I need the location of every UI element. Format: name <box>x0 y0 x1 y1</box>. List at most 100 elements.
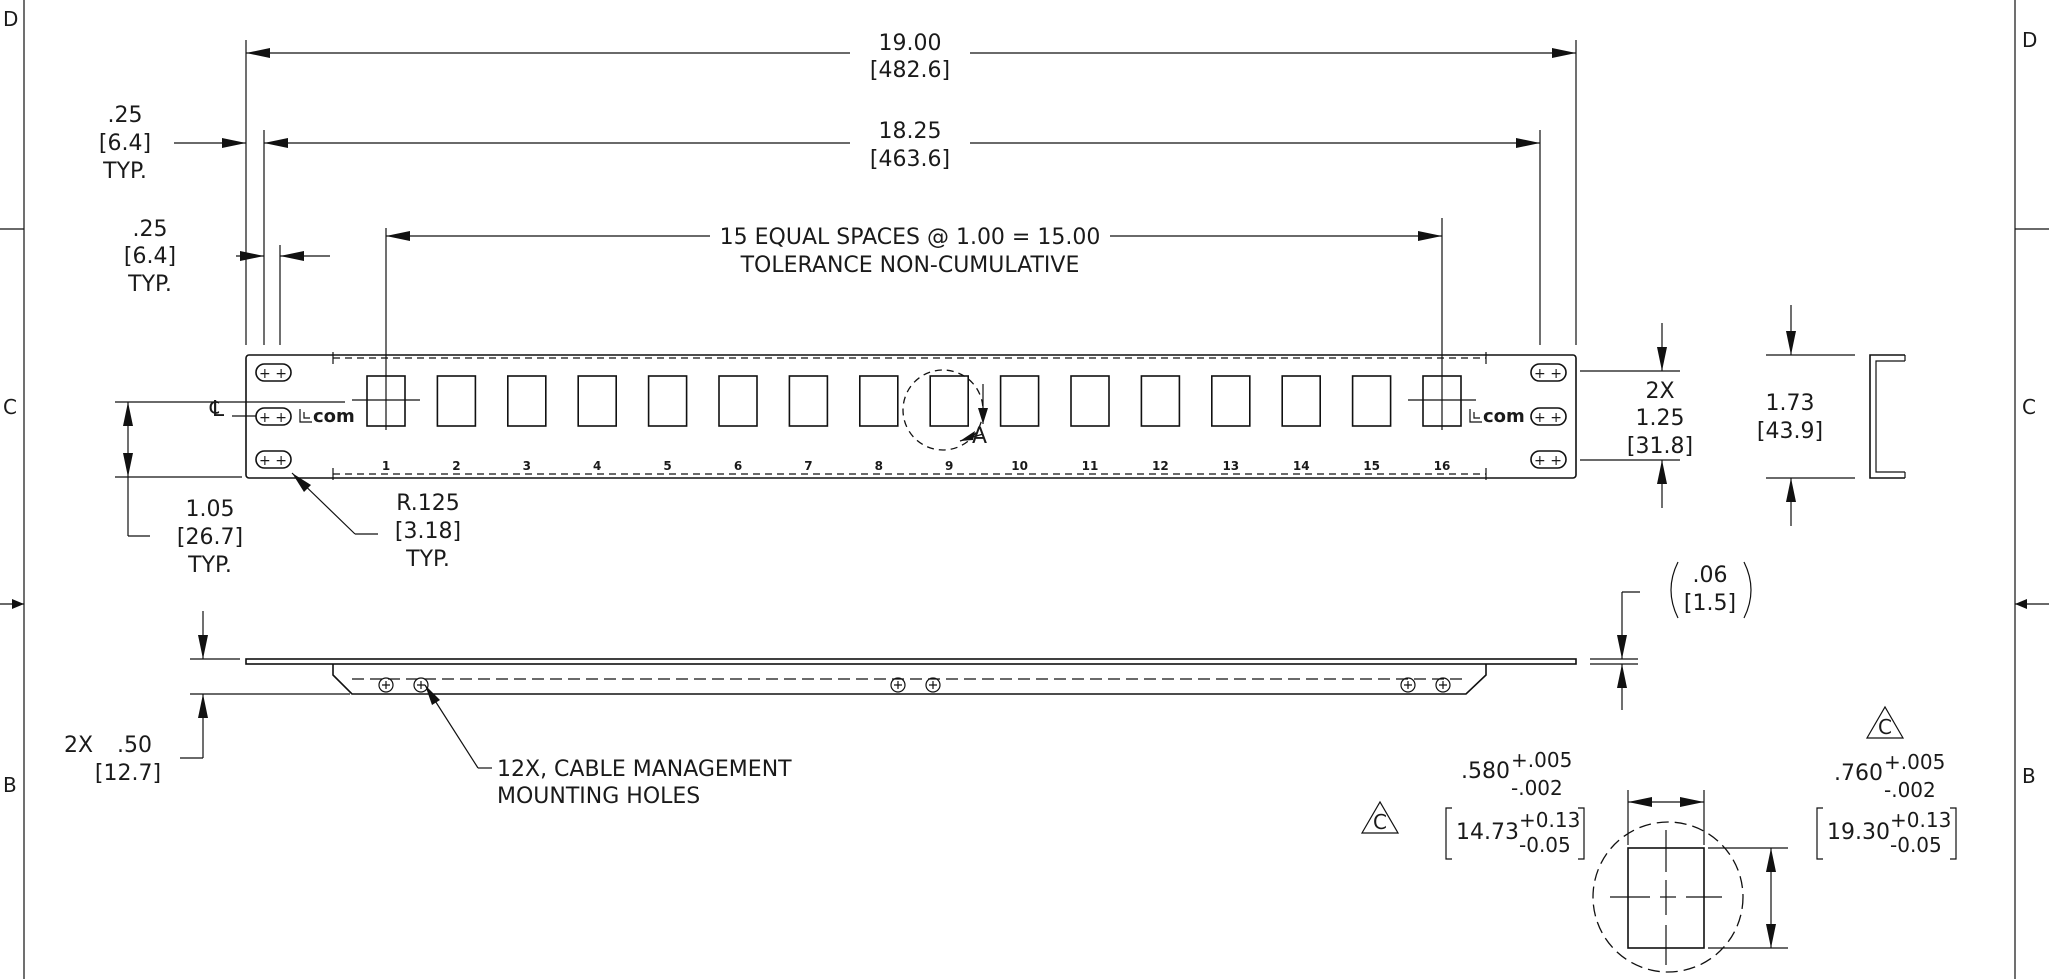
keystone-port-4 <box>577 375 618 427</box>
svg-text:2X: 2X <box>64 733 93 758</box>
svg-text:[31.8]: [31.8] <box>1627 434 1693 459</box>
port-number-7: 7 <box>804 459 812 473</box>
cable-hole-cross-2 <box>417 681 425 689</box>
svg-text:com: com <box>1483 406 1525 427</box>
port-number-13: 13 <box>1222 459 1239 473</box>
svg-text:[6.4]: [6.4] <box>99 131 151 156</box>
svg-text:1.73: 1.73 <box>1766 391 1815 416</box>
svg-text:TYP.: TYP. <box>405 547 450 572</box>
panel-top-view <box>245 658 1577 695</box>
cable-hole-cross-6 <box>1439 681 1447 689</box>
port-centerline-right <box>1408 218 1476 430</box>
svg-text:[463.6]: [463.6] <box>870 147 950 172</box>
keystone-port-13 <box>1211 375 1251 427</box>
svg-text:[3.18]: [3.18] <box>395 519 461 544</box>
svg-text:+ +: + + <box>259 410 287 426</box>
svg-text:+0.13: +0.13 <box>1890 808 1951 832</box>
dimension-port-spacing: 15 EQUAL SPACES @ 1.00 = 15.00 TOLERANCE… <box>386 225 1442 278</box>
detail-a-view <box>1592 821 1744 973</box>
keystone-port-6 <box>718 375 758 427</box>
centerline-symbol: ℄ <box>209 397 225 422</box>
revision-triangle-left: C <box>1360 800 1400 834</box>
svg-text:[43.9]: [43.9] <box>1757 419 1823 444</box>
keystone-port-7 <box>788 375 829 427</box>
svg-text:19.30: 19.30 <box>1827 820 1890 845</box>
dimension-panel-height: 1.73 [43.9] <box>1757 305 1855 526</box>
cable-hole-6 <box>1435 677 1451 693</box>
svg-text:+.005: +.005 <box>1511 748 1572 772</box>
cable-hole-3 <box>890 677 906 693</box>
mounting-slot-bot-left: + + <box>255 450 292 469</box>
dimension-edge-offset: .25 [6.4] TYP. <box>99 103 246 184</box>
svg-text:[482.6]: [482.6] <box>870 58 950 83</box>
svg-text:C: C <box>1878 715 1892 739</box>
cable-hole-1 <box>378 677 394 693</box>
svg-text:+ +: + + <box>259 366 287 382</box>
port-number-5: 5 <box>663 459 671 473</box>
port-number-8: 8 <box>875 459 883 473</box>
svg-text:.50: .50 <box>117 733 152 758</box>
dimension-thickness: .06 [1.5] <box>1590 561 1752 710</box>
cable-management-holes <box>378 677 1451 693</box>
dimension-corner-radius: R.125 [3.18] TYP. <box>291 472 461 572</box>
svg-text:TOLERANCE NON-CUMULATIVE: TOLERANCE NON-CUMULATIVE <box>740 253 1080 278</box>
port-number-9: 9 <box>945 459 953 473</box>
cable-hole-5 <box>1400 677 1416 693</box>
port-number-3: 3 <box>523 459 531 473</box>
svg-text:18.25: 18.25 <box>879 119 942 144</box>
cable-hole-2 <box>413 677 429 693</box>
svg-text:TYP.: TYP. <box>187 553 232 578</box>
svg-text:+ +: + + <box>1534 410 1562 426</box>
port-centerline-left <box>352 228 420 430</box>
svg-text:-0.05: -0.05 <box>1519 833 1571 857</box>
port-number-16: 16 <box>1434 459 1451 473</box>
dimension-depth: 2X .50 [12.7] <box>64 611 350 786</box>
svg-text:.25: .25 <box>108 103 143 128</box>
svg-text:TYP.: TYP. <box>127 272 172 297</box>
mounting-slot-top-left: + + <box>255 363 292 382</box>
svg-text:19.00: 19.00 <box>879 31 942 56</box>
keystone-port-11 <box>1070 375 1110 427</box>
svg-text:12X, CABLE MANAGEMENT: 12X, CABLE MANAGEMENT <box>497 757 792 782</box>
port-number-12: 12 <box>1152 459 1169 473</box>
svg-text:.580: .580 <box>1461 759 1510 784</box>
svg-text:R.125: R.125 <box>396 491 460 516</box>
svg-text:.06: .06 <box>1693 563 1728 588</box>
svg-text:15 EQUAL SPACES @ 1.00 = 15.0: 15 EQUAL SPACES @ 1.00 = 15.00 <box>720 225 1101 250</box>
svg-text:+.005: +.005 <box>1884 750 1945 774</box>
port-number-2: 2 <box>452 459 460 473</box>
keystone-port-3 <box>506 375 547 427</box>
zone-label-right-c: C <box>2022 395 2036 419</box>
svg-text:.760: .760 <box>1834 761 1883 786</box>
zone-label-right-d: D <box>2022 28 2037 52</box>
keystone-port-10 <box>999 375 1040 427</box>
mounting-slot-bot-right: + + <box>1530 450 1567 469</box>
zone-label-right-b: B <box>2022 764 2036 788</box>
svg-text:+ +: + + <box>259 453 287 469</box>
dimension-centerline-height: ℄ 1.05 [26.7] TYP. <box>115 397 345 578</box>
svg-text:[26.7]: [26.7] <box>177 525 243 550</box>
keystone-port-2 <box>436 375 477 427</box>
dimension-hole-spacing: 2X 1.25 [31.8] <box>1580 323 1693 508</box>
keystone-port-14 <box>1281 375 1321 427</box>
svg-text:1.05: 1.05 <box>186 497 235 522</box>
svg-text:.25: .25 <box>133 217 168 242</box>
dimension-cutout-width: .580 +.005 -.002 14.73 +0.13 -0.05 C <box>1360 748 1705 860</box>
revision-triangle-right: C <box>1865 705 1905 739</box>
svg-text:com: com <box>313 406 355 427</box>
keystone-port-12 <box>1140 375 1181 427</box>
svg-text:-0.05: -0.05 <box>1890 833 1942 857</box>
dimension-overall-width: 19.00 [482.6] <box>245 31 1577 345</box>
svg-text:2X: 2X <box>1645 379 1674 404</box>
svg-text:[6.4]: [6.4] <box>124 244 176 269</box>
cable-hole-cross-5 <box>1404 681 1412 689</box>
port-number-10: 10 <box>1011 459 1028 473</box>
cable-hole-4 <box>925 677 941 693</box>
svg-text:1.25: 1.25 <box>1636 406 1685 431</box>
cable-hole-cross-4 <box>929 681 937 689</box>
mounting-slot-mid-left: + + <box>255 407 292 426</box>
brand-logo-left: com <box>299 406 355 427</box>
